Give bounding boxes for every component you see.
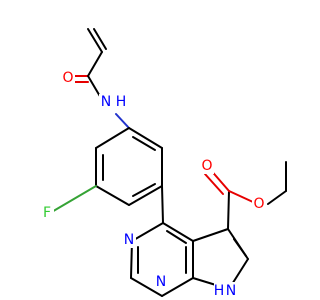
bond-c4a-to-c4	[162, 222, 194, 242]
pyrimidine-nitrogen-bottom-label: N	[156, 274, 166, 290]
acrylamide-group	[66, 28, 130, 129]
bond-aryl-inner-top	[132, 136, 156, 151]
bond-carbonyl-to-nh	[87, 75, 102, 99]
bond-c4a-to-c5	[192, 228, 229, 242]
label-bg-pyrrole-nh	[214, 282, 238, 298]
label-bg-amide-nh	[99, 94, 127, 112]
label-bg-ester-oxygen	[252, 196, 266, 212]
bond-c5-to-ester-carbon	[227, 190, 230, 230]
label-bg-pyrimidine-n-bottom	[154, 274, 168, 290]
label-bg-amide-oxygen	[61, 69, 75, 85]
label-bg-fluorine	[40, 205, 54, 221]
molecule-structure: O N H F O O N N H N	[40, 28, 287, 299]
amide-hydrogen-label: H	[116, 94, 127, 110]
pyrrole-hydrogen-label: H	[214, 283, 225, 299]
bond-aryl-inner-bottom	[132, 183, 156, 197]
bond-aryl-3-4	[95, 185, 130, 206]
ester-oxygen-label: O	[253, 196, 264, 212]
bond-ester-oxygen-to-ch2	[267, 190, 287, 205]
label-bg-ester-carbonyl-oxygen	[200, 158, 214, 174]
bond-c2-to-n1	[130, 277, 163, 297]
bond-aryl-to-fluorine	[49, 185, 97, 214]
bond-pyrimidine-inner-top	[166, 230, 187, 244]
ester-carbonyl-oxygen-label: O	[201, 158, 212, 174]
amide-oxygen-label: O	[62, 70, 73, 86]
bond-c4-to-n3	[131, 222, 164, 242]
amide-nitrogen-label: N	[101, 94, 111, 110]
fluorophenyl-ring	[49, 127, 164, 224]
label-bg-pyrimidine-n-top	[122, 232, 136, 248]
bond-ester-to-oxygen	[228, 190, 254, 203]
bond-aryl-1-2	[95, 127, 130, 149]
bond-nh-to-aryl	[115, 113, 130, 129]
pyrrole-nitrogen-label: N	[226, 283, 236, 299]
ethyl-ester-group	[204, 161, 287, 230]
bond-aryl-4-5	[128, 185, 163, 206]
bond-n1-to-c7a	[161, 277, 194, 297]
bond-ester-carbonyl-inner	[204, 173, 224, 195]
bond-vinyl-terminal-double	[87, 28, 103, 53]
bond-aryl-to-pyrimidine	[161, 185, 164, 224]
bond-aryl-6-1	[128, 127, 163, 149]
bond-vinyl-to-carbonyl	[87, 51, 103, 77]
bond-pyrrole-inner	[233, 238, 247, 257]
fluorine-label: F	[43, 205, 51, 221]
atom-labels: O N H F O O N N H N	[40, 69, 266, 299]
bond-vinyl-terminal-double-inner	[93, 28, 107, 50]
pyrimidine-nitrogen-top-label: N	[124, 232, 134, 248]
